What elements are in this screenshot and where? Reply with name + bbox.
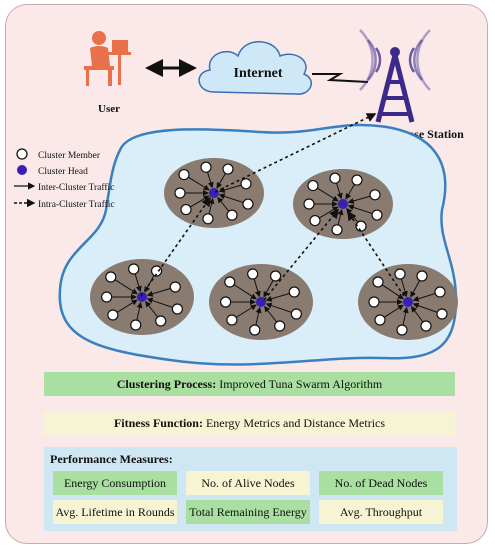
measure-total-remaining-energy: Total Remaining Energy: [186, 500, 310, 524]
cluster-head-node: [338, 199, 348, 209]
cluster-member-node: [178, 168, 190, 181]
cluster-member-node: [150, 265, 163, 277]
cluster-member-node: [269, 270, 282, 282]
cluster-member-node: [309, 214, 321, 227]
cluster-member-node: [371, 209, 383, 221]
cluster-member-node: [242, 198, 254, 210]
cluster-member-node: [288, 286, 300, 298]
cluster-member-node: [303, 198, 315, 210]
clustering-process-key: Clustering Process:: [116, 376, 217, 391]
cluster-member-node: [200, 161, 212, 173]
cluster-bottom-right: [358, 264, 458, 340]
cluster-head-legend-icon: [17, 165, 27, 175]
legend-intra-cluster: Intra-Cluster Traffic: [38, 199, 115, 210]
legend-inter-cluster: Inter-Cluster Traffic: [38, 182, 114, 193]
cluster-member-node: [155, 315, 167, 327]
cluster-member-node: [434, 286, 446, 298]
cluster-member-node: [374, 314, 386, 326]
measure-alive-nodes: No. of Alive Nodes: [186, 471, 310, 495]
clustering-process-bar: Clustering Process: Improved Tuna Swarm …: [44, 372, 455, 396]
cluster-member-node: [202, 213, 214, 225]
cluster-member-node: [226, 314, 238, 326]
cluster-head-node: [403, 297, 413, 307]
cluster-member-node: [329, 172, 341, 184]
fitness-function-bar: Fitness Function: Energy Metrics and Dis…: [44, 411, 455, 435]
cluster-member-node: [130, 319, 142, 331]
cluster-member-node: [436, 308, 448, 320]
fitness-function-key: Fitness Function:: [113, 415, 203, 430]
cluster-member-node: [171, 303, 183, 315]
legend: Cluster Member Cluster Head Inter-Cluste…: [14, 148, 115, 210]
fitness-function-value: Energy Metrics and Distance Metrics: [202, 415, 386, 430]
cluster-bottom-middle: [209, 264, 313, 340]
clustering-process-value: Improved Tuna Swarm Algorithm: [216, 376, 383, 391]
internet-cloud-icon: [198, 41, 313, 95]
cluster-top-right: [293, 169, 393, 239]
cluster-member-node: [105, 271, 117, 283]
cluster-member-node: [169, 281, 181, 293]
cluster-member-node: [226, 209, 238, 221]
intra-cluster-links: [140, 113, 405, 301]
measure-avg-lifetime: Avg. Lifetime in Rounds: [53, 500, 177, 524]
cluster-member-node: [355, 220, 367, 232]
cluster-top-left: [164, 158, 264, 228]
cluster-member-node: [220, 296, 232, 308]
cluster-member-node: [222, 163, 234, 175]
cluster-member-node: [416, 270, 428, 282]
user-icon: [84, 31, 131, 86]
cluster-member-node: [240, 178, 252, 190]
internet-label: Internet: [234, 66, 283, 81]
base-station-tower-icon: [359, 29, 431, 123]
cluster-member-node: [290, 308, 302, 320]
cluster-member-node: [394, 268, 406, 280]
measure-dead-nodes: No. of Dead Nodes: [319, 471, 443, 495]
cluster-member-node: [107, 309, 119, 321]
cluster-member-node: [247, 268, 259, 280]
cluster-member-node: [369, 189, 381, 201]
clusters: [90, 158, 458, 340]
measure-energy-consumption: Energy Consumption: [53, 471, 177, 495]
cluster-head-node: [209, 188, 219, 198]
cluster-member-node: [368, 296, 380, 308]
wireless-link-icon: [312, 73, 369, 83]
legend-cluster-member: Cluster Member: [38, 151, 101, 161]
cluster-member-node: [180, 203, 192, 216]
user-label: User: [98, 103, 120, 115]
cluster-member-node: [101, 291, 113, 303]
measure-avg-throughput: Avg. Throughput: [319, 500, 443, 524]
cluster-member-node: [307, 179, 319, 192]
legend-cluster-head: Cluster Head: [38, 167, 88, 177]
cluster-head-node: [137, 292, 147, 302]
cluster-member-node: [274, 320, 286, 332]
cluster-bottom-left: [90, 259, 194, 335]
cluster-member-legend-icon: [16, 148, 28, 160]
link-cluster-br-to-tr: [347, 210, 405, 297]
cluster-member-node: [372, 276, 384, 288]
link-cluster-bl-to-tl: [140, 196, 211, 297]
cluster-member-node: [174, 187, 186, 199]
cluster-member-node: [128, 263, 140, 275]
cluster-member-node: [420, 320, 432, 332]
cluster-member-node: [331, 224, 343, 236]
performance-measures-title: Performance Measures:: [50, 452, 173, 466]
cluster-member-node: [249, 324, 261, 336]
cluster-member-node: [351, 174, 363, 186]
link-cluster-bm-to-tr: [263, 208, 340, 301]
cluster-member-node: [224, 276, 236, 288]
cluster-member-node: [396, 324, 408, 336]
